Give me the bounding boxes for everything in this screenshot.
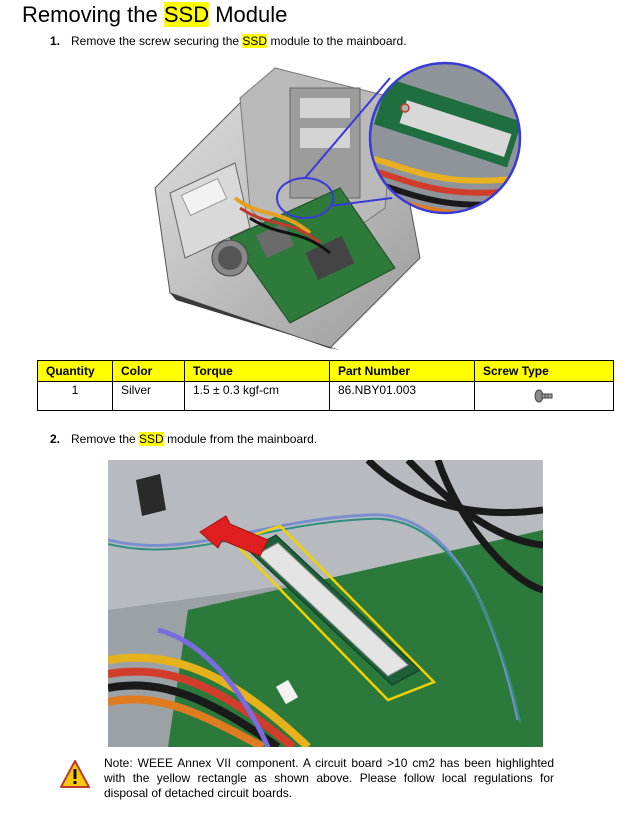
header-color: Color [112, 360, 185, 382]
header-part-number: Part Number [329, 360, 475, 382]
step-2-number: 2. [50, 432, 61, 446]
title-highlight-ssd: SSD [163, 2, 210, 27]
ssd-removal-photo [108, 460, 543, 747]
step-2: 2. Remove the SSD module from the mainboa… [50, 432, 317, 447]
cell-quantity: 1 [37, 381, 113, 411]
page-title: Removing the SSD Module [22, 1, 287, 29]
step-1-highlight-ssd: SSD [242, 34, 268, 48]
weee-note: Note: WEEE Annex VII component. A circui… [104, 756, 554, 800]
step-2-text-before: Remove the [71, 432, 140, 446]
cell-part-number: 86.NBY01.003 [329, 381, 475, 411]
step-2-text-after: module from the mainboard. [163, 432, 318, 446]
cell-torque: 1.5 ± 0.3 kgf-cm [184, 381, 330, 411]
title-text-after: Module [209, 2, 288, 27]
header-torque: Torque [184, 360, 330, 382]
header-screw-type: Screw Type [474, 360, 614, 382]
warning-icon [60, 760, 90, 788]
screw-icon [534, 389, 553, 403]
step-1-number: 1. [50, 34, 61, 48]
cell-color: Silver [112, 381, 185, 411]
step-2-highlight-ssd: SSD [139, 432, 164, 446]
chassis-photo [140, 58, 540, 350]
table-row: 1 Silver 1.5 ± 0.3 kgf-cm 86.NBY01.003 [37, 381, 614, 411]
title-text-before: Removing the [22, 2, 164, 27]
table-header-row: Quantity Color Torque Part Number Screw … [37, 360, 614, 382]
step-1: 1. Remove the screw securing the SSD modu… [50, 34, 407, 49]
cell-screw-type [474, 381, 614, 411]
screw-spec-table: Quantity Color Torque Part Number Screw … [37, 360, 614, 411]
header-quantity: Quantity [37, 360, 113, 382]
step-1-text-before: Remove the screw securing the [71, 34, 243, 48]
step-1-text-after: module to the mainboard. [267, 34, 407, 48]
